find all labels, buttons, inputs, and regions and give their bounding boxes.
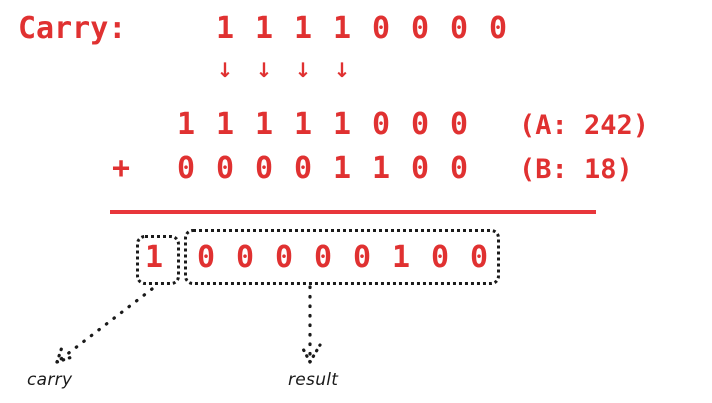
result-carry-out-bit: 1 <box>145 240 164 275</box>
operand-b-bit: 0 <box>293 151 313 186</box>
operand-a-bit: 0 <box>371 107 391 142</box>
operand-a-bit: 1 <box>176 107 196 142</box>
plus-operator: + <box>112 151 131 186</box>
operand-b-bit: 0 <box>176 151 196 186</box>
carry-row-label: Carry: <box>18 11 127 46</box>
operand-b-bits-row: 0 0 0 0 1 1 0 0 <box>173 154 472 184</box>
operand-b-decimal-note: (B: 18) <box>519 154 633 185</box>
operand-a-bits-row: 1 1 1 1 1 0 0 0 <box>173 110 472 140</box>
operand-b-bit: 0 <box>254 151 274 186</box>
result-bit: 0 <box>196 240 216 275</box>
operand-b-bit: 1 <box>332 151 352 186</box>
down-arrow-icon: ↓ <box>216 58 234 82</box>
result-bit: 1 <box>391 240 411 275</box>
result-bit: 0 <box>274 240 294 275</box>
carry-bit: 1 <box>215 11 235 46</box>
operand-b-bit: 0 <box>410 151 430 186</box>
carry-bit: 1 <box>254 11 274 46</box>
result-bit: 0 <box>235 240 255 275</box>
carry-bit: 0 <box>371 11 391 46</box>
carry-propagation-arrows: ↓ ↓ ↓ ↓ <box>212 60 355 80</box>
down-arrow-icon: ↓ <box>294 58 312 82</box>
carry-bit: 0 <box>449 11 469 46</box>
result-bits-row: 0 0 0 0 0 1 0 0 <box>193 243 492 273</box>
operand-a-bit: 1 <box>254 107 274 142</box>
operand-a-bit: 1 <box>332 107 352 142</box>
result-highlight-box <box>184 229 500 285</box>
carry-out-highlight-box <box>136 235 180 285</box>
operand-b-bit: 0 <box>215 151 235 186</box>
operand-a-bit: 1 <box>293 107 313 142</box>
carry-bit: 1 <box>332 11 352 46</box>
sum-divider-rule <box>110 210 596 214</box>
operand-b-bit: 0 <box>449 151 469 186</box>
result-bit: 0 <box>313 240 333 275</box>
result-bit: 0 <box>352 240 372 275</box>
down-arrow-icon: ↓ <box>333 58 351 82</box>
operand-b-bit: 1 <box>371 151 391 186</box>
carry-bit: 0 <box>488 11 508 46</box>
result-carry-out-cell: 1 <box>145 243 163 273</box>
result-bit: 0 <box>469 240 489 275</box>
result-annotation-label: result <box>288 370 339 390</box>
operand-a-decimal-note: (A: 242) <box>519 110 650 141</box>
operand-a-bit: 0 <box>410 107 430 142</box>
carry-annotation-arrow <box>55 287 154 364</box>
operand-a-bit: 1 <box>215 107 235 142</box>
down-arrow-icon: ↓ <box>255 58 273 82</box>
carry-bit: 1 <box>293 11 313 46</box>
carry-annotation-label: carry <box>27 370 73 390</box>
carry-bits-row: 1 1 1 1 0 0 0 0 <box>212 14 511 44</box>
carry-bit: 0 <box>410 11 430 46</box>
operand-a-bit: 0 <box>449 107 469 142</box>
result-bit: 0 <box>430 240 450 275</box>
result-annotation-arrow <box>299 285 322 364</box>
